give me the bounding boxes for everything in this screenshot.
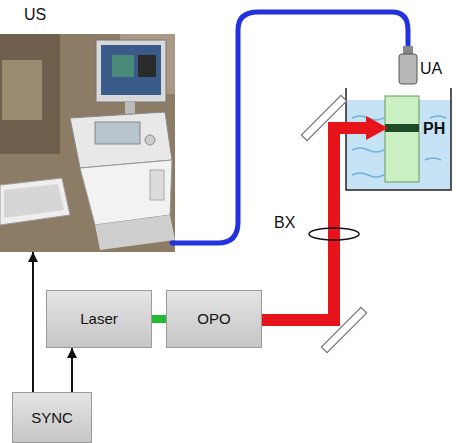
mirror bbox=[321, 307, 366, 352]
mirror bbox=[301, 95, 346, 140]
transducer bbox=[399, 46, 417, 84]
lens-label: BX bbox=[274, 214, 295, 232]
transducer-cable bbox=[172, 12, 408, 243]
trigger-arrow bbox=[71, 348, 73, 392]
beam-expander-lens bbox=[309, 228, 359, 240]
water-tank bbox=[346, 88, 451, 190]
laser-box: Laser bbox=[46, 290, 152, 348]
opo-box: OPO bbox=[166, 290, 262, 348]
ultrasound-photo bbox=[0, 34, 175, 252]
box-label: Laser bbox=[80, 310, 118, 327]
sync-box: SYNC bbox=[12, 392, 92, 443]
phantom-label: PH bbox=[423, 120, 445, 138]
device-label: US bbox=[24, 6, 46, 24]
box-label: OPO bbox=[197, 310, 230, 327]
pump-link bbox=[152, 315, 166, 323]
transducer-label: UA bbox=[420, 60, 442, 78]
box-label: SYNC bbox=[31, 409, 73, 426]
ultrasound-system: US bbox=[0, 6, 175, 252]
phantom bbox=[385, 96, 419, 182]
laser-beam bbox=[262, 116, 388, 320]
trigger-arrow bbox=[32, 252, 34, 392]
